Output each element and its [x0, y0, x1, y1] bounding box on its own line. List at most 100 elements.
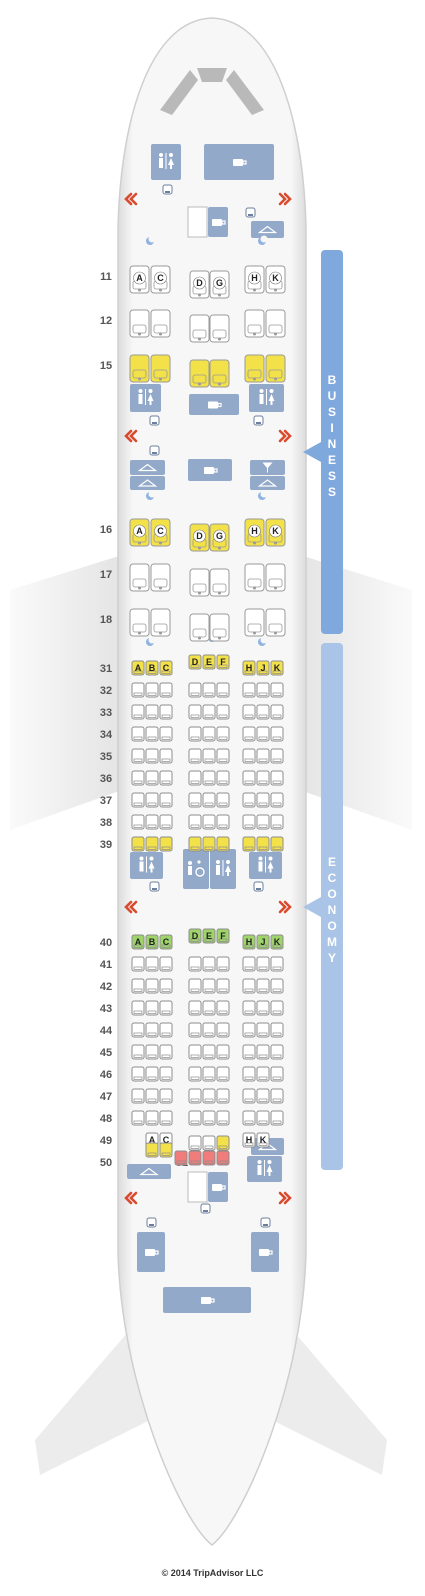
- economy-seat[interactable]: [145, 792, 159, 808]
- economy-seat[interactable]: [145, 934, 159, 950]
- business-seat[interactable]: [244, 354, 265, 383]
- economy-seat[interactable]: [242, 836, 256, 852]
- economy-seat[interactable]: [131, 1088, 145, 1104]
- economy-seat[interactable]: [188, 654, 202, 670]
- economy-seat[interactable]: [270, 1066, 284, 1082]
- economy-seat[interactable]: [131, 704, 145, 720]
- economy-seat[interactable]: [145, 1044, 159, 1060]
- economy-seat[interactable]: [256, 1000, 270, 1016]
- economy-seat[interactable]: [131, 1110, 145, 1126]
- economy-seat[interactable]: [131, 956, 145, 972]
- economy-seat[interactable]: [145, 1066, 159, 1082]
- economy-seat[interactable]: [202, 1066, 216, 1082]
- economy-seat[interactable]: [202, 770, 216, 786]
- business-seat[interactable]: [209, 359, 230, 388]
- economy-seat[interactable]: [188, 726, 202, 742]
- economy-seat[interactable]: [256, 792, 270, 808]
- business-seat[interactable]: [244, 563, 265, 592]
- economy-seat[interactable]: [159, 770, 173, 786]
- economy-seat[interactable]: [242, 660, 256, 676]
- economy-seat[interactable]: [188, 792, 202, 808]
- economy-seat[interactable]: [216, 1110, 230, 1126]
- business-seat[interactable]: [150, 563, 171, 592]
- economy-seat[interactable]: [131, 1066, 145, 1082]
- economy-seat[interactable]: [256, 748, 270, 764]
- economy-seat[interactable]: [216, 1066, 230, 1082]
- economy-seat[interactable]: [159, 1110, 173, 1126]
- economy-seat[interactable]: [159, 1066, 173, 1082]
- economy-seat[interactable]: [270, 1000, 284, 1016]
- economy-seat[interactable]: [256, 1132, 270, 1148]
- business-seat[interactable]: [209, 568, 230, 597]
- economy-seat[interactable]: [242, 814, 256, 830]
- economy-seat[interactable]: [145, 1142, 159, 1158]
- economy-seat[interactable]: [256, 770, 270, 786]
- economy-seat[interactable]: [242, 1044, 256, 1060]
- economy-seat[interactable]: [131, 792, 145, 808]
- economy-seat[interactable]: [202, 704, 216, 720]
- economy-seat[interactable]: [145, 726, 159, 742]
- economy-seat[interactable]: [188, 1088, 202, 1104]
- economy-seat[interactable]: [270, 934, 284, 950]
- economy-seat[interactable]: [188, 770, 202, 786]
- economy-seat[interactable]: [270, 836, 284, 852]
- economy-seat[interactable]: [131, 1044, 145, 1060]
- economy-seat[interactable]: [270, 792, 284, 808]
- economy-seat[interactable]: [270, 770, 284, 786]
- economy-seat[interactable]: [242, 704, 256, 720]
- economy-seat[interactable]: [270, 978, 284, 994]
- economy-seat[interactable]: [131, 934, 145, 950]
- economy-seat[interactable]: [188, 704, 202, 720]
- economy-seat[interactable]: [242, 770, 256, 786]
- economy-seat[interactable]: [188, 748, 202, 764]
- economy-seat[interactable]: [216, 654, 230, 670]
- economy-seat[interactable]: [202, 978, 216, 994]
- economy-seat[interactable]: [216, 726, 230, 742]
- economy-seat[interactable]: [202, 654, 216, 670]
- economy-seat[interactable]: [256, 1066, 270, 1082]
- business-seat[interactable]: [129, 309, 150, 338]
- economy-seat[interactable]: [270, 660, 284, 676]
- economy-seat[interactable]: [242, 956, 256, 972]
- economy-seat[interactable]: [188, 978, 202, 994]
- economy-seat[interactable]: [159, 682, 173, 698]
- economy-seat[interactable]: [216, 1000, 230, 1016]
- economy-seat[interactable]: [145, 682, 159, 698]
- economy-seat[interactable]: [188, 1000, 202, 1016]
- economy-seat[interactable]: [216, 748, 230, 764]
- economy-seat[interactable]: [159, 836, 173, 852]
- economy-seat[interactable]: [159, 1088, 173, 1104]
- economy-seat[interactable]: [188, 814, 202, 830]
- economy-seat[interactable]: [256, 704, 270, 720]
- economy-seat[interactable]: [145, 1088, 159, 1104]
- economy-seat[interactable]: [145, 836, 159, 852]
- economy-seat[interactable]: [159, 726, 173, 742]
- business-seat[interactable]: [129, 608, 150, 637]
- economy-seat[interactable]: [242, 978, 256, 994]
- economy-seat[interactable]: [202, 682, 216, 698]
- economy-seat[interactable]: [202, 1000, 216, 1016]
- economy-seat[interactable]: [188, 1044, 202, 1060]
- business-seat[interactable]: [265, 608, 286, 637]
- economy-seat[interactable]: [131, 748, 145, 764]
- economy-seat[interactable]: [256, 1088, 270, 1104]
- economy-seat[interactable]: [188, 1066, 202, 1082]
- economy-seat[interactable]: [270, 1022, 284, 1038]
- economy-seat[interactable]: [188, 956, 202, 972]
- economy-seat[interactable]: [202, 1150, 216, 1166]
- business-seat[interactable]: [150, 354, 171, 383]
- economy-seat[interactable]: [242, 682, 256, 698]
- economy-seat[interactable]: [216, 1044, 230, 1060]
- economy-seat[interactable]: [188, 1022, 202, 1038]
- economy-seat[interactable]: [131, 814, 145, 830]
- economy-seat[interactable]: [270, 704, 284, 720]
- business-seat[interactable]: [129, 354, 150, 383]
- business-seat[interactable]: [265, 354, 286, 383]
- economy-seat[interactable]: [270, 1088, 284, 1104]
- economy-seat[interactable]: [242, 1000, 256, 1016]
- economy-seat[interactable]: [131, 1022, 145, 1038]
- economy-seat[interactable]: [216, 836, 230, 852]
- economy-seat[interactable]: [242, 1132, 256, 1148]
- economy-seat[interactable]: [145, 1022, 159, 1038]
- economy-seat[interactable]: [270, 748, 284, 764]
